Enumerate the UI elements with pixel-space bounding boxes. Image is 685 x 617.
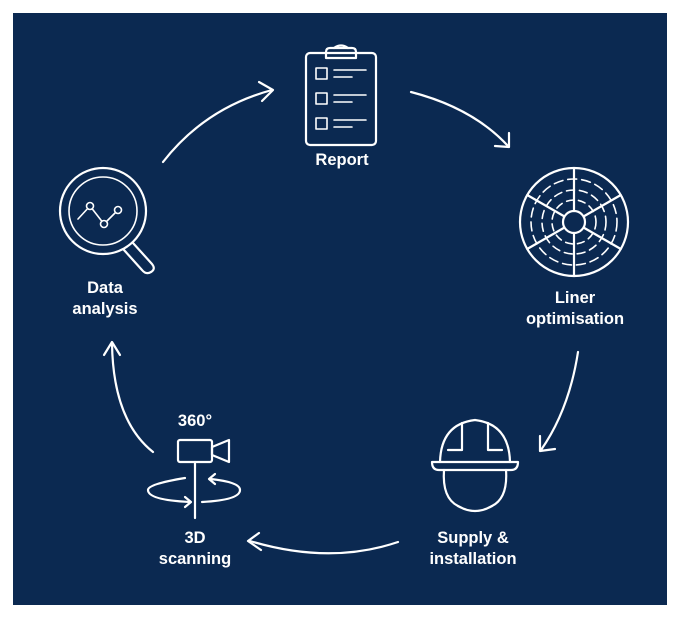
supply-label-line1: Supply & <box>437 529 509 547</box>
liner-segments-icon <box>518 166 630 278</box>
arrow-analysis-to-report <box>161 80 275 164</box>
hardhat-worker-icon <box>430 418 520 513</box>
scanning-label-line1: 3D <box>184 529 206 547</box>
scanning-caption-text: 360° <box>177 412 213 430</box>
liner-label-line2: optimisation <box>525 310 625 328</box>
arrow-report-to-liner <box>409 90 511 149</box>
arrow-supply-to-scanning <box>246 531 400 555</box>
data-analysis-label: Data analysis <box>50 278 160 320</box>
analysis-label-line1: Data <box>87 279 123 297</box>
supply-label-line2: installation <box>429 550 517 568</box>
report-label-line1: Report <box>315 151 369 169</box>
arrow-liner-to-supply <box>538 350 580 453</box>
clipboard-checklist-icon <box>304 44 378 147</box>
liner-label-line1: Liner <box>554 289 596 307</box>
analysis-label-line2: analysis <box>72 300 138 318</box>
report-label: Report <box>292 150 392 171</box>
diagram-panel <box>13 13 667 605</box>
liner-optimisation-label: Liner optimisation <box>510 288 640 330</box>
arrow-scanning-to-analysis <box>102 340 155 454</box>
scanning-label-line2: scanning <box>158 550 232 568</box>
scanning-caption-360: 360° <box>165 411 225 432</box>
3d-scanning-label: 3D scanning <box>140 528 250 570</box>
magnifier-chart-icon <box>58 166 155 275</box>
camera-360-scanner-icon <box>146 438 242 520</box>
supply-installation-label: Supply & installation <box>408 528 538 570</box>
